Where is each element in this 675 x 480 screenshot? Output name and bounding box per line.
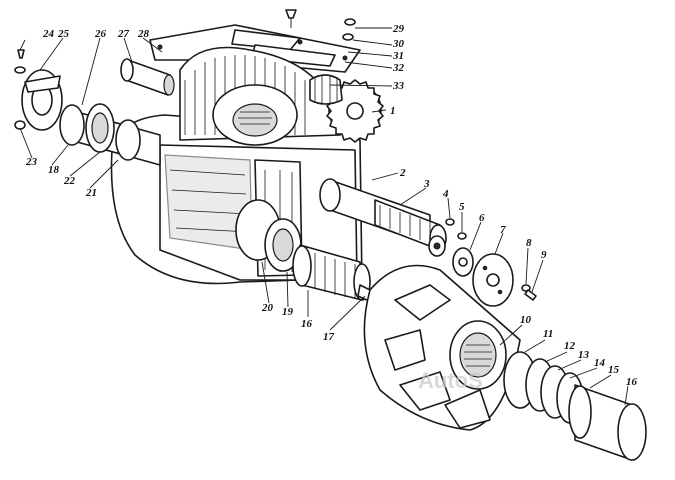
callout-15: 15 [608,364,620,376]
callout-12: 12 [564,340,576,352]
callout-17: 17 [323,331,335,343]
callout-labels: 1 2 3 4 5 6 7 8 9 10 11 12 13 14 15 16 1… [25,23,638,388]
callout-26: 26 [94,28,107,40]
callout-16-right: 16 [626,376,638,388]
callout-7: 7 [500,224,506,236]
callout-24: 24 [42,28,55,40]
callout-5: 5 [459,201,465,213]
watermark: AutoS [418,368,483,393]
callout-18: 18 [48,164,60,176]
callout-30: 30 [392,38,405,50]
callout-14: 14 [594,357,606,369]
callout-19: 19 [282,306,294,318]
callout-28: 28 [137,28,150,40]
callout-22: 22 [63,175,76,187]
callout-13: 13 [578,349,590,361]
callout-1: 1 [390,105,396,117]
callout-11: 11 [543,328,553,340]
callout-33: 33 [392,80,405,92]
top-cover-plate [149,24,361,73]
leader-lines [19,27,629,406]
ring-stack [503,351,647,461]
callout-10: 10 [520,314,532,326]
callout-20: 20 [261,302,274,314]
callout-9: 9 [541,249,547,261]
fastener-group [428,218,537,307]
callout-4: 4 [442,188,449,200]
cover-bolt [285,9,356,41]
idler-gear [309,74,343,105]
callout-16-lower: 16 [301,318,313,330]
spider-drum: AutoS [363,264,521,431]
gearbox-housing [110,114,363,286]
callout-3: 3 [423,178,430,190]
callout-23: 23 [25,156,38,168]
callout-21: 21 [85,187,97,199]
callout-25: 25 [57,28,70,40]
upper-tube [120,58,175,96]
callout-32: 32 [392,62,405,74]
callout-6: 6 [479,212,485,224]
callout-8: 8 [526,237,532,249]
large-gear [179,46,341,146]
callout-31: 31 [392,50,404,62]
callout-29: 29 [392,23,405,35]
callout-2: 2 [399,167,406,179]
left-shaft-assembly [14,49,161,166]
callout-27: 27 [117,28,130,40]
